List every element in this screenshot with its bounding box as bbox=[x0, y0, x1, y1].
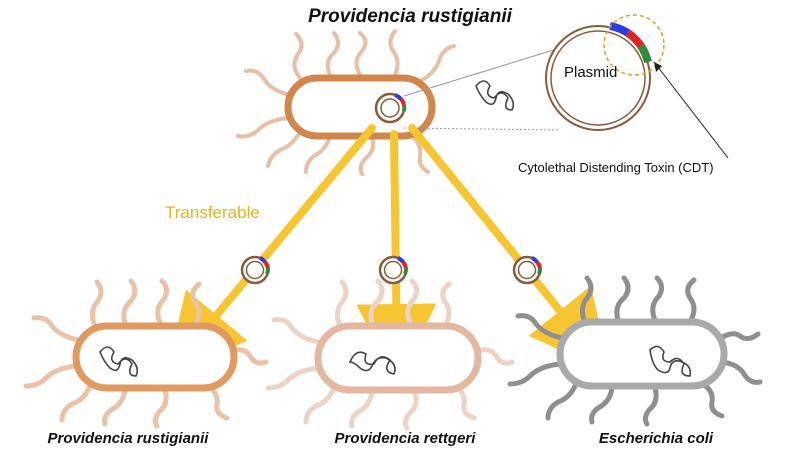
chromosome-icon bbox=[99, 346, 139, 377]
recipient-label-rettgeri: Providencia rettgeri bbox=[334, 430, 476, 447]
plasmid-on-arrow-1 bbox=[240, 255, 271, 285]
donor-plasmid bbox=[374, 92, 407, 124]
plasmid-on-arrow-3 bbox=[512, 255, 543, 285]
cdt-gene-red bbox=[625, 29, 645, 49]
arrow-to-rustigianii bbox=[165, 124, 376, 377]
donor-bacterium bbox=[236, 29, 456, 176]
recipient-label-coli: Escherichia coli bbox=[598, 430, 714, 447]
toxin-label: Cytolethal Distending Toxin (CDT) bbox=[518, 160, 714, 175]
cdt-pointer bbox=[653, 61, 729, 159]
plasmid-callout bbox=[545, 14, 665, 131]
plasmid-on-arrow-2 bbox=[378, 255, 409, 285]
chromosome-icon bbox=[348, 351, 396, 375]
cdt-gene-green bbox=[637, 43, 652, 64]
arrow-to-coli bbox=[408, 124, 611, 373]
recipient-rustigianii bbox=[23, 278, 269, 429]
donor-flagella bbox=[236, 29, 456, 176]
recipient-label-rustigianii: Providencia rustigianii bbox=[47, 430, 209, 447]
recipient-rettgeri bbox=[265, 278, 515, 431]
arrow-to-rettgeri bbox=[356, 130, 437, 384]
donor-title: Providencia rustigianii bbox=[308, 6, 512, 27]
transferable-label: Transferable bbox=[165, 203, 260, 222]
recipient-coli bbox=[507, 275, 763, 427]
zoom-lines bbox=[403, 47, 561, 131]
chromosome-icon bbox=[649, 345, 692, 377]
cdt-highlight-circle bbox=[603, 14, 665, 76]
transfer-arrows bbox=[165, 124, 611, 384]
plasmid-label: Plasmid bbox=[564, 64, 618, 81]
donor-chromosome-icon bbox=[475, 80, 515, 111]
